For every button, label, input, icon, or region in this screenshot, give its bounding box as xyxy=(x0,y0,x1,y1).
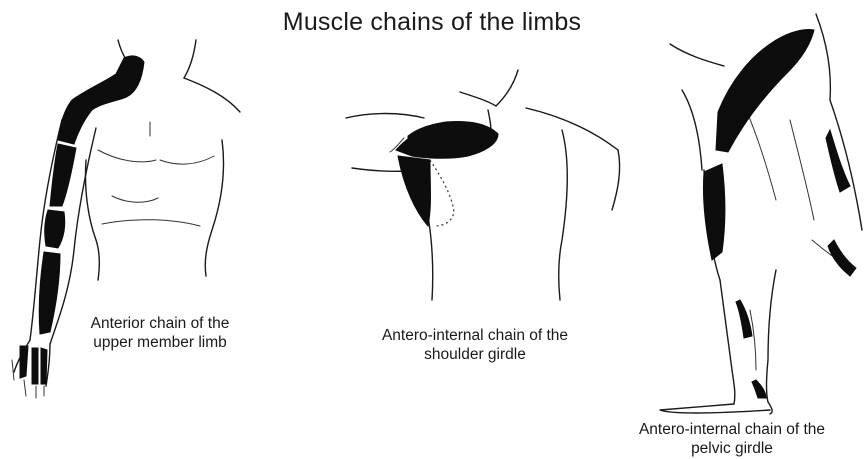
caption-shoulder-girdle: Antero-internal chain of the shoulder gi… xyxy=(330,326,620,364)
caption-line: upper member limb xyxy=(60,333,260,352)
shoulder-girdle-illustration xyxy=(300,0,630,459)
caption-line: Antero-internal chain of the xyxy=(600,420,864,439)
upper-limb-illustration xyxy=(0,0,300,459)
figure-upper-limb: Anterior chain of the upper member limb xyxy=(0,0,300,459)
caption-line: Antero-internal chain of the xyxy=(330,326,620,345)
figure-shoulder-girdle: Antero-internal chain of the shoulder gi… xyxy=(300,0,630,459)
figure-pelvic-girdle: Antero-internal chain of the pelvic gird… xyxy=(600,0,864,459)
caption-line: shoulder girdle xyxy=(330,345,620,364)
caption-pelvic-girdle: Antero-internal chain of the pelvic gird… xyxy=(600,420,864,458)
caption-line: Anterior chain of the xyxy=(60,314,260,333)
caption-upper-limb: Anterior chain of the upper member limb xyxy=(60,314,260,352)
pelvic-girdle-illustration xyxy=(600,0,864,459)
caption-line: pelvic girdle xyxy=(600,439,864,458)
